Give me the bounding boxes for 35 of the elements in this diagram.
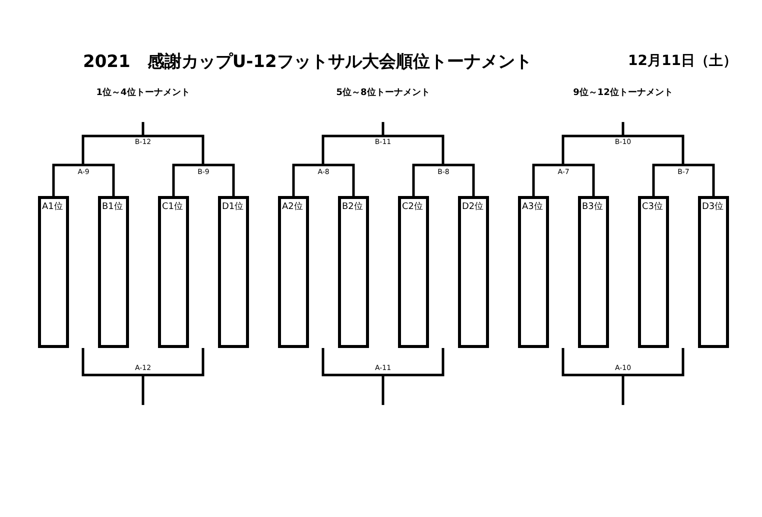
bracket-line	[292, 164, 355, 198]
section-heading: 5位～8位トーナメント	[336, 86, 430, 99]
team-box	[698, 196, 729, 348]
team-box	[518, 196, 549, 348]
team-box	[338, 196, 369, 348]
team-box	[38, 196, 69, 348]
bracket-line	[172, 164, 235, 198]
bracket-line	[412, 164, 475, 198]
section-heading: 1位～4位トーナメント	[96, 86, 190, 99]
team-box	[458, 196, 489, 348]
team-label: A3位	[522, 200, 543, 213]
bracket-line	[652, 164, 715, 198]
team-box	[218, 196, 249, 348]
bracket-line	[52, 164, 115, 198]
team-box	[638, 196, 669, 348]
team-label: C1位	[162, 200, 184, 213]
bracket-line	[532, 164, 595, 198]
team-label: D2位	[462, 200, 484, 213]
team-label: B3位	[582, 200, 603, 213]
team-label: B1位	[102, 200, 123, 213]
section-heading: 9位～12位トーナメント	[573, 86, 673, 99]
team-box	[158, 196, 189, 348]
team-box	[278, 196, 309, 348]
date-label: 12月11日（土）	[628, 52, 737, 70]
team-box	[578, 196, 609, 348]
title: 2021 感謝カップU-12フットサル大会順位トーナメント	[83, 51, 532, 73]
team-label: D1位	[222, 200, 244, 213]
team-label: B2位	[342, 200, 363, 213]
team-label: A2位	[282, 200, 303, 213]
team-box	[98, 196, 129, 348]
team-box	[398, 196, 429, 348]
team-label: C2位	[402, 200, 424, 213]
team-label: A1位	[42, 200, 63, 213]
team-label: C3位	[642, 200, 664, 213]
team-label: D3位	[702, 200, 724, 213]
